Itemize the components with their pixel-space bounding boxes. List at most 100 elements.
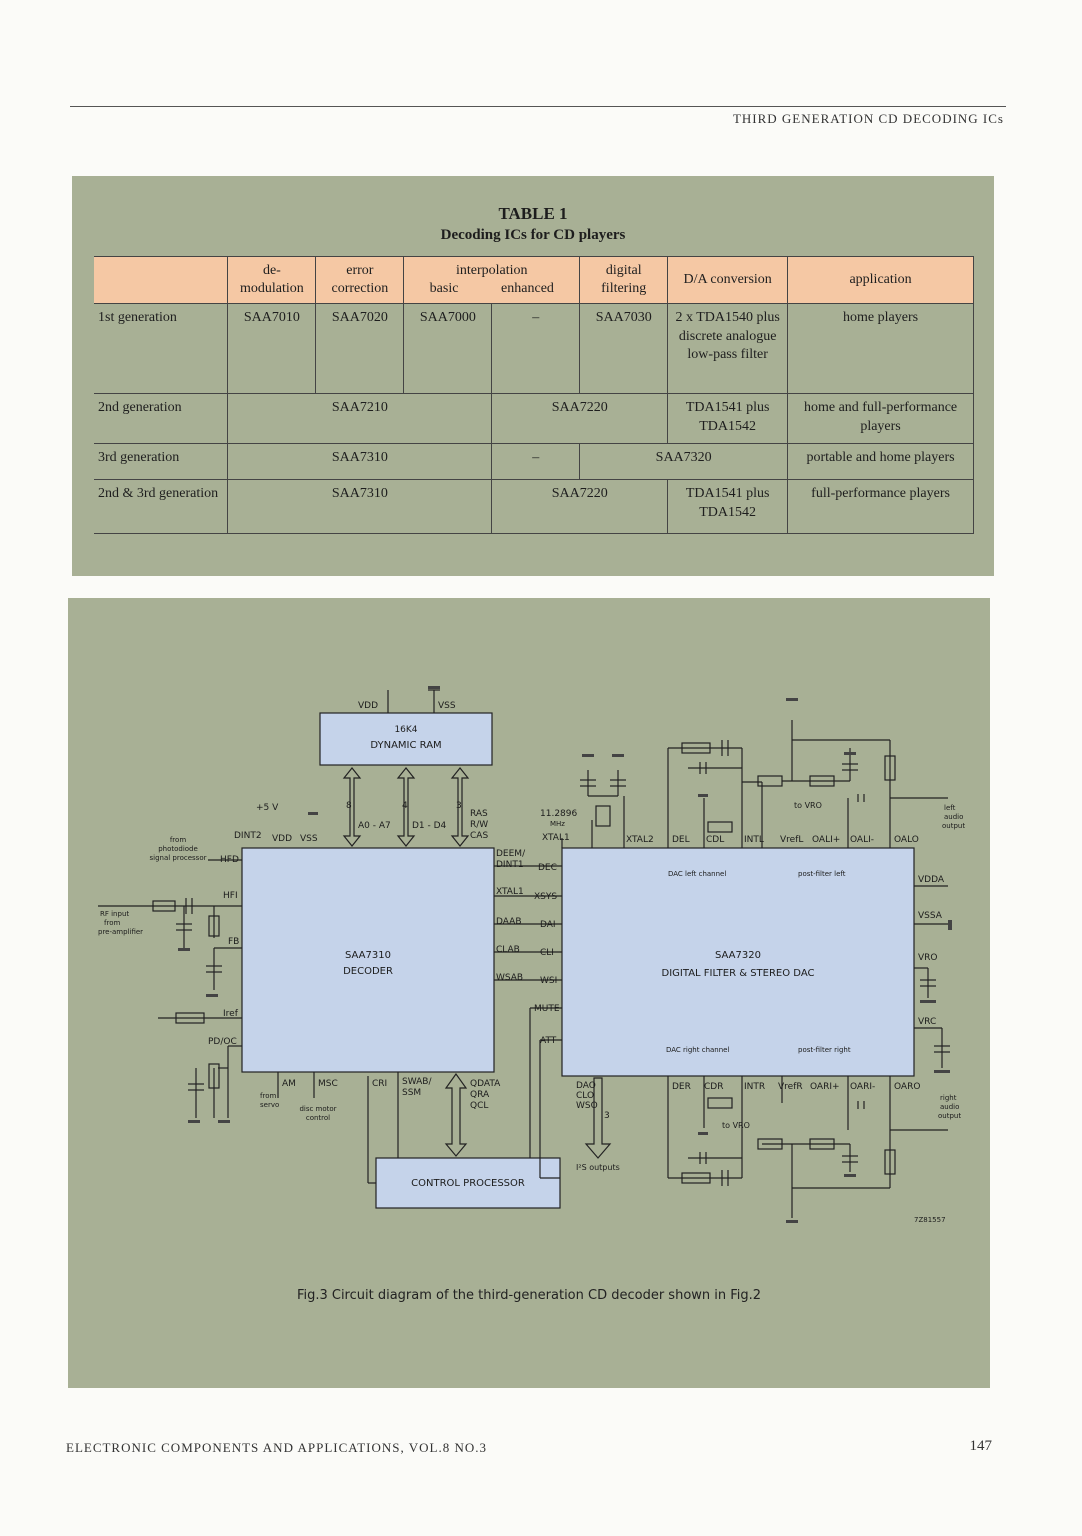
- dac-label-1: SAA7320: [715, 950, 761, 961]
- i2s-outputs-label: I²S outputs: [576, 1163, 620, 1172]
- table-row: 1st generation SAA7010 SAA7020 SAA7000 –…: [94, 303, 974, 395]
- ram-label-1: 16K4: [394, 725, 417, 735]
- bus-3: 3: [456, 801, 462, 811]
- qdata-label: QDATA: [470, 1079, 501, 1089]
- d1-d4-label: D1 - D4: [412, 821, 447, 831]
- table-cell: SAA7220: [491, 479, 669, 535]
- xtal1-label: XTAL1: [542, 833, 570, 843]
- header-basic: basic: [429, 281, 459, 297]
- row-label: 2nd generation: [94, 393, 229, 445]
- dac-right-label: DAC right channel: [666, 1046, 729, 1054]
- table-cell: SAA7030: [579, 303, 669, 395]
- header-interpolation-sub: basic enhanced: [408, 280, 575, 298]
- del-label: DEL: [672, 835, 690, 845]
- dint2-label: DINT2: [234, 831, 262, 841]
- wsi-label: WSI: [540, 976, 557, 986]
- mute-label: MUTE: [534, 1004, 560, 1014]
- row-label: 2nd & 3rd generation: [94, 479, 229, 535]
- vss2-label: VSS: [300, 834, 318, 844]
- ram-block: [319, 712, 493, 766]
- header-error-correction: error correction: [315, 255, 405, 305]
- header-application: application: [787, 255, 974, 305]
- header-enhanced: enhanced: [501, 281, 554, 297]
- table-cell: SAA7310: [227, 479, 493, 535]
- bus-8: 8: [346, 801, 352, 811]
- cdr-label: CDR: [704, 1082, 723, 1092]
- table-cell: SAA7310: [227, 443, 493, 481]
- table-cell: home and full-performance players: [787, 393, 974, 445]
- rf-input-2: from: [104, 919, 120, 927]
- table-cell: SAA7010: [227, 303, 317, 395]
- bus-4: 4: [402, 801, 408, 811]
- clo-label: CLO: [576, 1091, 594, 1101]
- ram-label-2: DYNAMIC RAM: [370, 740, 441, 751]
- control-processor-label: CONTROL PROCESSOR: [411, 1178, 525, 1189]
- row-label: 3rd generation: [94, 443, 229, 481]
- plus5v-label: +5 V: [256, 803, 279, 813]
- oali-minus-label: OALI-: [850, 835, 874, 845]
- oari-minus-label: OARI-: [850, 1082, 875, 1092]
- decoder-label-2: DECODER: [343, 966, 393, 977]
- table-subtitle: Decoding ICs for CD players: [440, 227, 626, 243]
- xtal1-dec-label: XTAL1: [496, 887, 524, 897]
- dac-block: [561, 847, 915, 1077]
- figure-caption: Fig.3 Circuit diagram of the third-gener…: [296, 1288, 762, 1303]
- figure-code: 7Z81557: [914, 1216, 946, 1224]
- xtal2-label: XTAL2: [626, 835, 654, 845]
- swab-label: SWAB/: [402, 1077, 432, 1087]
- freq-label-1: 11.2896: [540, 809, 577, 819]
- decoding-ics-table: de-modulation error correction interpola…: [94, 255, 974, 535]
- post-left-label: post-filter left: [798, 870, 846, 878]
- a0-a7-label: A0 - A7: [358, 821, 391, 831]
- dint1-label: DINT1: [496, 860, 524, 870]
- vdd2-label: VDD: [272, 834, 292, 844]
- from-pd-1: from: [170, 836, 186, 844]
- table-cell: SAA7210: [227, 393, 493, 445]
- cri-label: CRI: [372, 1079, 387, 1089]
- cas-label: CAS: [470, 831, 488, 841]
- header-interpolation: interpolation basic enhanced: [403, 255, 581, 305]
- header-corner: [94, 255, 229, 305]
- cli-label: CLI: [540, 948, 554, 958]
- vro-label: VRO: [918, 953, 938, 963]
- table-cell: 2 x TDA1540 plus discrete analogue low-p…: [667, 303, 789, 395]
- dac-left-label: DAC left channel: [668, 870, 726, 878]
- table-cell: SAA7220: [491, 393, 669, 445]
- disc-motor-1: disc motor: [299, 1105, 336, 1113]
- table-row: 3rd generation SAA7310 – SAA7320 portabl…: [94, 443, 974, 481]
- table-cell: TDA1541 plus TDA1542: [667, 393, 789, 445]
- oari-plus-label: OARI+: [810, 1082, 840, 1092]
- decoder-block: [241, 847, 495, 1073]
- pdoc-label: PD/OC: [208, 1037, 237, 1047]
- disc-motor-2: control: [306, 1114, 330, 1122]
- msc-label: MSC: [318, 1079, 338, 1089]
- der-label: DER: [672, 1082, 691, 1092]
- table-cell: TDA1541 plus TDA1542: [667, 479, 789, 535]
- table-cell: full-performance players: [787, 479, 974, 535]
- wso-label: WSO: [576, 1101, 598, 1111]
- dai-label: DAI: [540, 920, 556, 930]
- daab-label: DAAB: [496, 917, 522, 927]
- rf-input-3: pre-amplifier: [98, 928, 143, 936]
- dac-label-2: DIGITAL FILTER & STEREO DAC: [662, 968, 815, 979]
- qra-label: QRA: [470, 1090, 490, 1100]
- vdd-label: VDD: [358, 701, 378, 711]
- table-title: TABLE 1: [498, 204, 568, 223]
- oali-plus-label: OALI+: [812, 835, 840, 845]
- vrefr-label: VrefR: [778, 1082, 803, 1092]
- intr-label: INTR: [744, 1082, 765, 1092]
- clab-label: CLAB: [496, 945, 520, 955]
- wsab-label: WSAB: [496, 973, 523, 983]
- table-panel: TABLE 1 Decoding ICs for CD players de-m…: [72, 176, 994, 576]
- vrc-label: VRC: [918, 1017, 936, 1027]
- dec-label: DEC: [538, 863, 557, 873]
- qcl-label: QCL: [470, 1101, 488, 1111]
- bus-3-i2s: 3: [604, 1111, 610, 1121]
- am-label: AM: [282, 1079, 296, 1089]
- table-cell: home players: [787, 303, 974, 395]
- iref-label: Iref: [223, 1009, 239, 1019]
- table-cell: –: [491, 303, 581, 395]
- from-pd-2: photodiode: [158, 845, 198, 853]
- vssa-label: VSSA: [918, 911, 943, 921]
- from-servo-1: from: [260, 1092, 276, 1100]
